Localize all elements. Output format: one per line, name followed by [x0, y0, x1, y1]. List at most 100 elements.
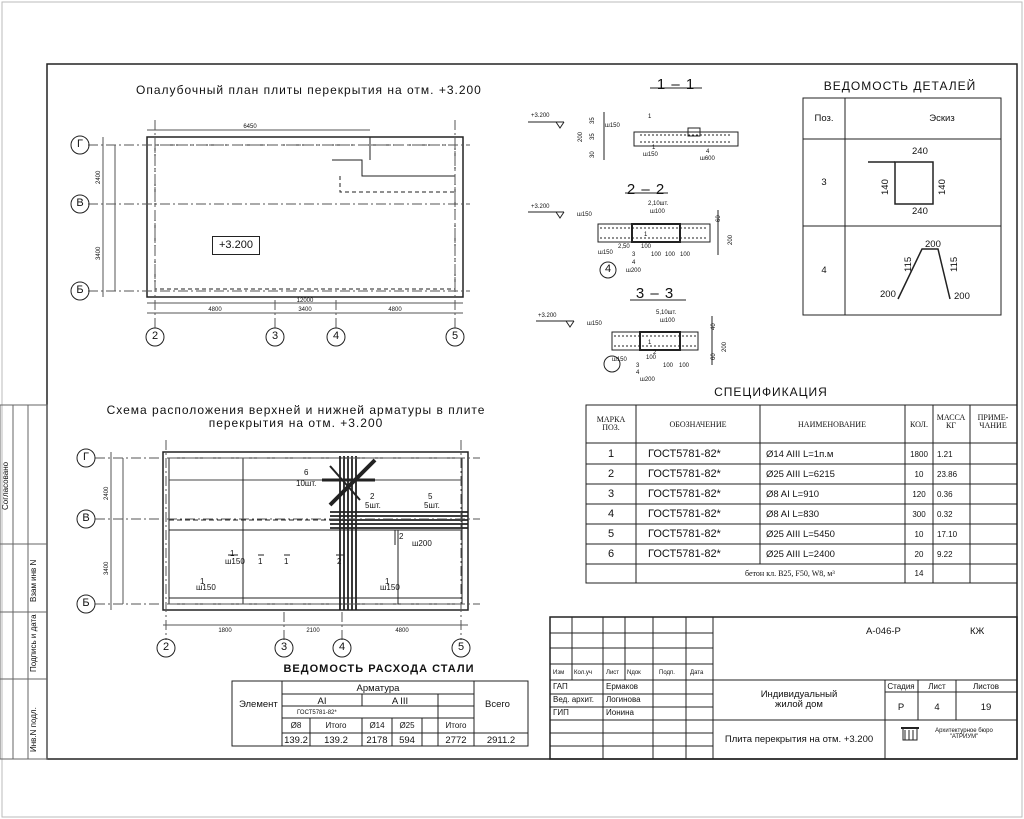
stamp-role: Вед. архит.: [553, 695, 594, 704]
section-2-title: 2 – 2: [626, 181, 666, 198]
stamp-role: ГАП: [553, 682, 568, 691]
rebar-label-pos: 2: [370, 492, 375, 501]
section-label: 200: [722, 341, 728, 352]
details-row-pos: 4: [821, 265, 827, 276]
spec-cell-qty: 20: [914, 550, 924, 559]
stamp-code: А-046-Р: [866, 626, 901, 637]
spec-concrete: бетон кл. B25, F50, W8, м³: [745, 569, 835, 578]
level-mark: +3.200: [212, 236, 260, 255]
steel-header: Итого: [445, 721, 467, 730]
dim-bottom-2: 3400: [298, 307, 312, 313]
rebar-axis-3: 3: [280, 641, 288, 653]
section-label: 4: [604, 263, 612, 275]
section-3-mark: +3.200: [538, 313, 557, 319]
rebar-label-pos: 6: [304, 468, 309, 477]
rebar-label-pos: 1: [200, 577, 205, 586]
details-col-pos: Поз.: [814, 113, 834, 124]
spec-header-qty: КОЛ.: [910, 420, 928, 429]
spec-cell-mass: 0.36: [937, 490, 953, 499]
dim-left-2: 3400: [96, 246, 102, 260]
spec-cell-pos: 1: [607, 448, 615, 460]
rebar-dim-left-2: 3400: [104, 561, 110, 575]
section-label: 4: [636, 370, 640, 376]
spec-concrete-qty: 14: [914, 569, 924, 578]
rebar-axis-4: 4: [338, 641, 346, 653]
steel-header: Ø8: [290, 721, 302, 730]
section-label: ш150: [612, 357, 627, 363]
stamp-sheets: 19: [980, 702, 992, 713]
rebar-dim-3: 4800: [395, 628, 409, 634]
section-label: ш150: [605, 123, 620, 129]
stamp-sheet-label: Лист: [928, 682, 946, 691]
detail-dim: 200: [954, 291, 970, 302]
dim-top: 6450: [243, 124, 257, 130]
stamp-stage-label: Стадия: [887, 682, 915, 691]
steel-value: 139.2: [324, 735, 348, 746]
axis-label-2: 2: [151, 330, 159, 342]
section-label: ш150: [587, 321, 602, 327]
section-label: 100: [651, 252, 662, 258]
section-label: 200: [728, 234, 734, 245]
section-label: 1: [648, 340, 652, 346]
rebar-label-pos: 1: [230, 549, 235, 558]
section-label: 100: [663, 363, 674, 369]
spec-cell-mass: 9.22: [937, 550, 953, 559]
stamp-person: Ермаков: [606, 682, 639, 691]
section-label: ш150: [577, 212, 592, 218]
spec-cell-name: Ø14 AIII L=1п.м: [766, 449, 834, 460]
spec-header-pos: МАРКА ПОЗ.: [596, 415, 626, 432]
stamp-header-cell: Лист: [606, 670, 620, 676]
section-label: 5,10шт.: [656, 310, 677, 316]
spec-cell-doc: ГОСТ5781-82*: [648, 528, 721, 540]
section-label: 100: [646, 355, 657, 361]
steel-value: 594: [399, 735, 415, 746]
section-label: 60: [711, 353, 717, 360]
rebar-axis-b: Б: [82, 597, 90, 609]
detail-dim: 140: [937, 179, 948, 195]
strip-signature-date: Подпись и дата: [29, 614, 38, 672]
section-2-mark: +3.200: [531, 204, 550, 210]
spec-cell-mass: 17.10: [937, 530, 958, 539]
spec-cell-mass: 1.21: [937, 450, 953, 459]
dim-bottom-1: 4800: [208, 307, 222, 313]
rebar-label-pos: 5: [428, 492, 433, 501]
stamp-header-cell: Изм: [553, 670, 565, 676]
steel-armatura: Арматура: [356, 683, 400, 694]
rebar-scheme-title-1: Схема расположения верхней и нижней арма…: [106, 403, 486, 417]
spec-header-name: НАИМЕНОВАНИЕ: [798, 420, 866, 429]
spec-cell-qty: 120: [912, 490, 926, 499]
section-label: 100: [679, 363, 690, 369]
section-label: ш150: [598, 250, 613, 256]
section-label: ш600: [700, 156, 715, 162]
spec-cell-name: Ø8 AI L=830: [766, 509, 820, 520]
detail-dim: 200: [880, 289, 896, 300]
rebar-axis-2: 2: [162, 641, 170, 653]
section-label: ш100: [650, 209, 665, 215]
steel-value: 2772: [445, 735, 467, 746]
spec-cell-pos: 5: [607, 528, 615, 540]
steel-class-a3: A III: [391, 696, 409, 707]
details-title: ВЕДОМОСТЬ ДЕТАЛЕЙ: [823, 79, 977, 93]
rebar-label-pos: 2: [337, 557, 342, 566]
spec-cell-mass: 0.32: [937, 510, 953, 519]
spec-header-note: ПРИМЕ- ЧАНИЕ: [977, 413, 1009, 430]
spec-cell-doc: ГОСТ5781-82*: [648, 488, 721, 500]
section-label: ш100: [660, 318, 675, 324]
spec-cell-pos: 2: [607, 468, 615, 480]
steel-value: 2178: [366, 735, 388, 746]
steel-header: Итого: [325, 721, 347, 730]
section-label: 200: [578, 131, 584, 142]
axis-label-b: Б: [76, 284, 84, 296]
section-label: 3: [636, 363, 640, 369]
section-1-title: 1 – 1: [656, 76, 696, 93]
detail-dim: 115: [949, 256, 960, 272]
spec-cell-doc: ГОСТ5781-82*: [648, 448, 721, 460]
detail-dim: 140: [880, 179, 891, 195]
section-label: ш200: [626, 268, 641, 274]
company-logo: [901, 727, 919, 741]
formwork-plan-title: Опалубочный план плиты перекрытия на отм…: [136, 83, 482, 97]
axis-label-5: 5: [451, 330, 459, 342]
spec-cell-name: Ø25 AIII L=6215: [766, 469, 835, 480]
